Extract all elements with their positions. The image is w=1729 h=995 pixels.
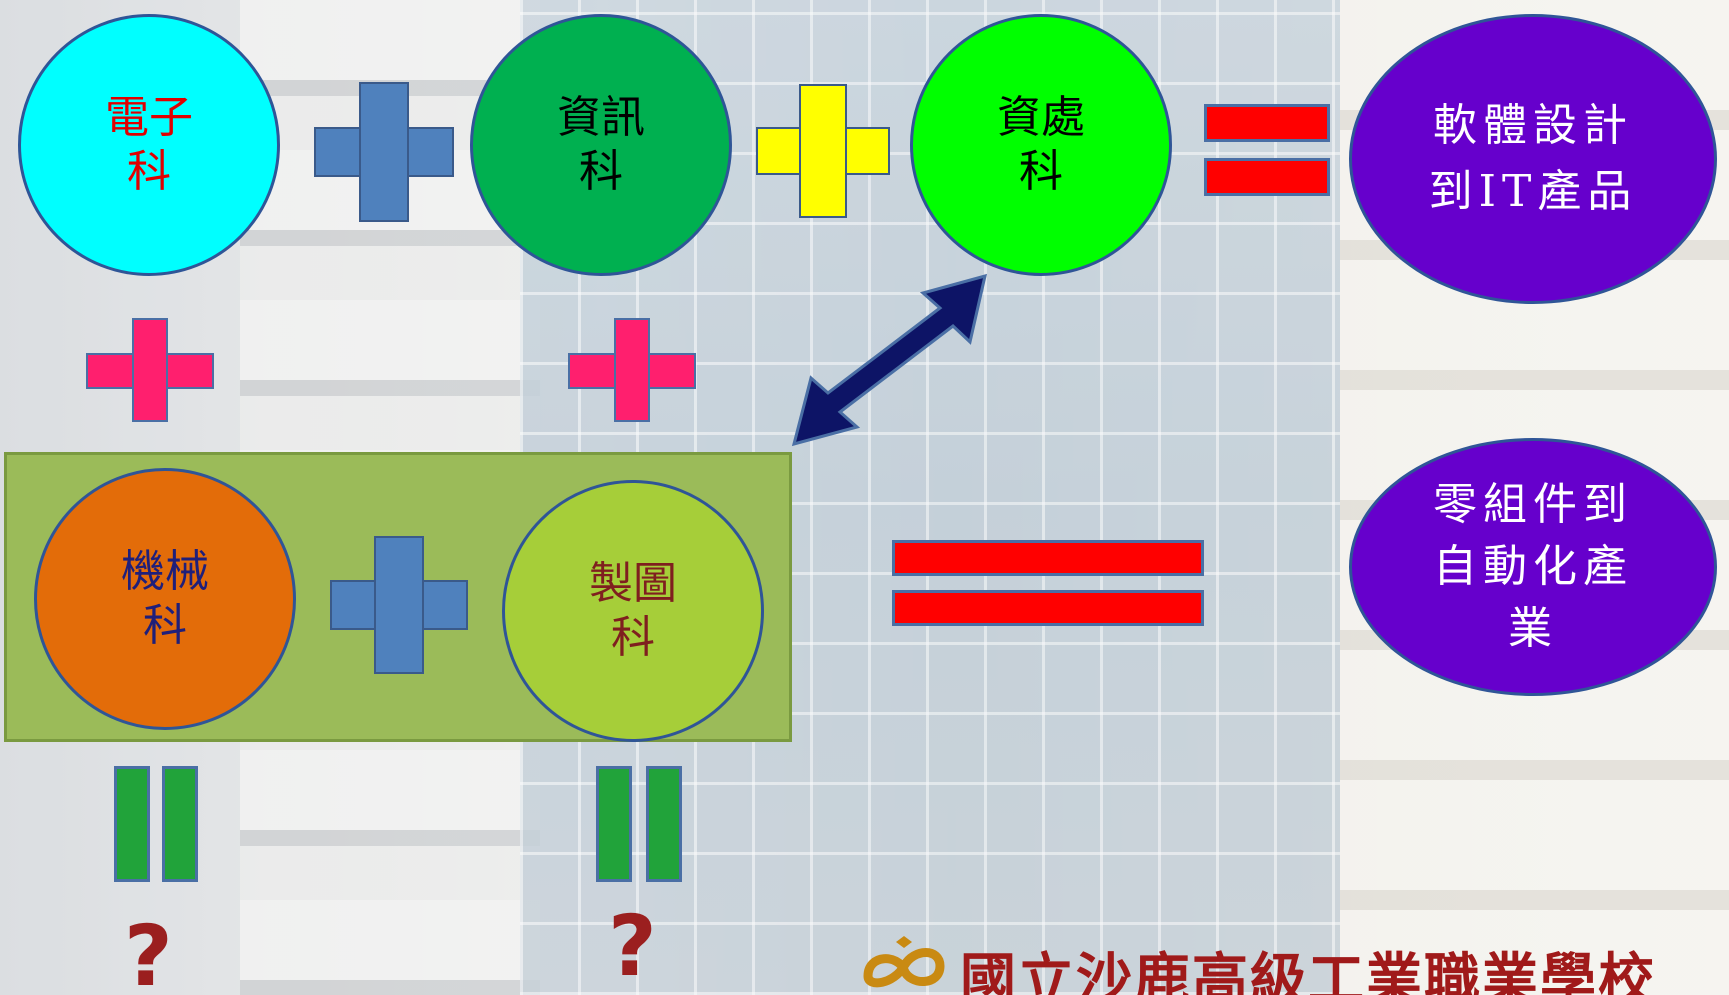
software-result-line1: 軟體設計	[1433, 100, 1633, 151]
data-processing-label-line2: 科	[1019, 146, 1063, 197]
question-mark-left: ?	[124, 907, 173, 995]
equals-sign-top-bar2	[1204, 158, 1330, 196]
information-label-line2: 科	[579, 146, 623, 197]
data-processing-label-line1: 資處	[997, 92, 1085, 143]
drafting-label-line2: 科	[611, 612, 655, 663]
vertical-equals-left-bar1	[114, 766, 150, 882]
plus-sign-yellow	[756, 84, 890, 218]
equals-sign-bottom-bar1	[892, 540, 1204, 576]
mechanical-label-line1: 機械	[121, 546, 209, 597]
school-logo-icon	[863, 936, 945, 988]
plus-sign-blue-1	[314, 82, 454, 222]
automation-result-line1: 零組件到	[1433, 479, 1633, 530]
equals-sign-bottom-bar2	[892, 590, 1204, 626]
electronics-label-line2: 科	[127, 146, 171, 197]
plus-sign-pink-1	[86, 318, 214, 422]
plus-sign-blue-2	[330, 536, 468, 674]
software-result-line2: 到IT產品	[1428, 166, 1638, 217]
mechanical-dept-circle: 機械 科	[34, 468, 296, 730]
question-mark-right: ?	[608, 897, 657, 995]
plus-sign-pink-2	[568, 318, 696, 422]
electronics-dept-circle: 電子 科	[18, 14, 280, 276]
vertical-equals-left-bar2	[162, 766, 198, 882]
electronics-label-line1: 電子	[105, 92, 193, 143]
mechanical-label-line2: 科	[143, 600, 187, 651]
data-processing-dept-circle: 資處 科	[910, 14, 1172, 276]
drafting-label-line1: 製圖	[589, 558, 677, 609]
double-headed-arrow-icon	[791, 273, 988, 447]
information-dept-circle: 資訊 科	[470, 14, 732, 276]
information-label-line1: 資訊	[557, 92, 645, 143]
vertical-equals-right-bar1	[596, 766, 632, 882]
vertical-equals-right-bar2	[646, 766, 682, 882]
automation-result-ellipse: 零組件到 自動化產 業	[1349, 438, 1717, 696]
equals-sign-top-bar1	[1204, 104, 1330, 142]
automation-result-line3: 業	[1508, 603, 1558, 654]
software-result-ellipse: 軟體設計 到IT產品	[1349, 14, 1717, 304]
school-name: 國立沙鹿高級工業職業學校	[960, 947, 1656, 995]
drafting-dept-circle: 製圖 科	[502, 480, 764, 742]
automation-result-line2: 自動化產	[1433, 541, 1633, 592]
